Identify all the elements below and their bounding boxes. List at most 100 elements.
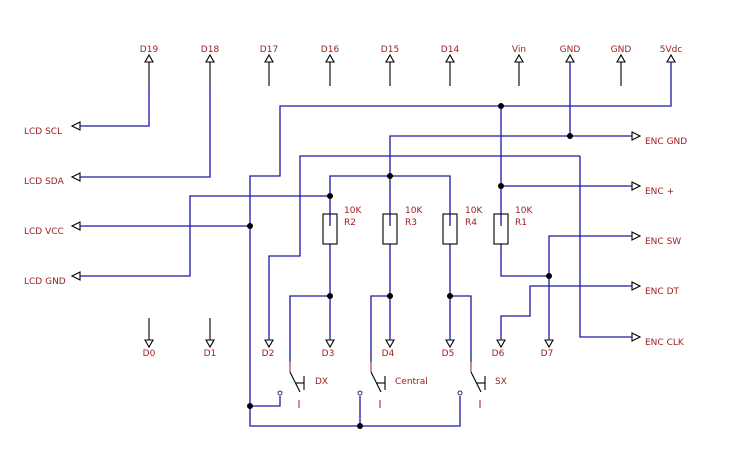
pin-label: D7 — [541, 349, 554, 359]
port-arrow-down-icon — [325, 339, 335, 349]
pin-d5: D5 — [442, 339, 455, 359]
junction-dot — [447, 293, 453, 299]
pin-label: D0 — [143, 349, 156, 359]
port-enc-plus: ENC + — [631, 181, 674, 197]
resistor-value: 10K — [344, 206, 362, 216]
pin-d2: D2 — [262, 339, 274, 359]
port-lcd-scl: LCD SCL — [24, 121, 81, 137]
resistor-value: 10K — [405, 206, 423, 216]
pin-d6: D6 — [492, 339, 506, 359]
wires — [80, 62, 672, 427]
junction-dot — [327, 293, 333, 299]
resistor-r4: 10K R4 — [442, 206, 483, 245]
port-arrow-up-icon — [565, 53, 575, 63]
pin-label: D14 — [441, 45, 460, 55]
junction-dot — [498, 183, 504, 189]
port-arrow-up-icon — [144, 53, 154, 63]
port-arrow-up-icon — [616, 53, 626, 63]
resistor-name: R1 — [515, 218, 527, 228]
port-arrow-up-icon — [325, 53, 335, 63]
resistor-name: R2 — [344, 218, 356, 228]
port-enc-sw: ENC SW — [631, 231, 681, 247]
pin-d15: D15 — [381, 45, 399, 86]
port-label: LCD SDA — [24, 177, 65, 187]
junction-dot — [387, 173, 393, 179]
wire-sw-dx — [289, 295, 330, 362]
switch-contact-icon — [470, 371, 482, 393]
port-arrow-up-icon — [264, 53, 274, 63]
port-label: LCD GND — [24, 277, 66, 287]
port-arrow-left-icon — [70, 172, 81, 182]
wire-5v-rail — [249, 62, 672, 427]
terminal-icon — [457, 390, 463, 396]
pin-label: GND — [560, 45, 581, 55]
port-arrow-up-icon — [445, 53, 455, 63]
top-pins: D19 D18 D17 D16 D15 D14 — [140, 45, 683, 86]
resistor-icon — [442, 213, 458, 245]
pin-gnd-1: GND — [560, 45, 581, 63]
port-arrow-down-icon — [496, 339, 506, 349]
pin-d3: D3 — [322, 339, 335, 359]
pin-label: D3 — [322, 349, 335, 359]
wire-sw-central — [370, 295, 390, 362]
pin-label: D5 — [442, 349, 455, 359]
pin-label: D6 — [492, 349, 505, 359]
resistor-name: R4 — [465, 218, 477, 228]
port-lcd-sda: LCD SDA — [24, 172, 81, 187]
port-arrow-down-icon — [264, 339, 274, 349]
port-label: ENC + — [645, 187, 674, 197]
port-arrow-down-icon — [385, 339, 395, 349]
port-lcd-gnd: LCD GND — [24, 271, 81, 287]
port-enc-clk: ENC CLK — [631, 332, 685, 348]
port-arrow-down-icon — [544, 339, 554, 349]
switch-label: SX — [495, 377, 507, 387]
port-label: LCD SCL — [24, 127, 62, 137]
left-ports: LCD SCL LCD SDA LCD VCC LCD GND — [24, 121, 81, 287]
pin-label: D4 — [382, 349, 395, 359]
resistor-r2: 10K R2 — [322, 206, 362, 245]
wire-lcd-sda — [80, 86, 211, 178]
pin-d0: D0 — [143, 318, 156, 359]
resistor-r1: 10K R1 — [493, 206, 533, 245]
pin-d1: D1 — [204, 318, 217, 359]
port-label: ENC CLK — [645, 338, 685, 348]
pin-vin: Vin — [512, 45, 526, 86]
pin-d17: D17 — [260, 45, 278, 86]
wire-enc-sw — [548, 235, 632, 276]
switch-sx: SX — [457, 362, 507, 408]
switch-contact-icon — [370, 371, 382, 393]
port-arrow-right-icon — [631, 231, 642, 241]
port-arrow-right-icon — [631, 181, 642, 191]
resistors: 10K R2 10K R3 10K R4 10K R1 — [322, 206, 533, 245]
pin-label: D15 — [381, 45, 399, 55]
wire-enc-clk — [579, 156, 632, 338]
wire-enc-dt — [500, 285, 632, 340]
port-arrow-right-icon — [631, 281, 642, 291]
pin-gnd-2: GND — [611, 45, 632, 86]
port-arrow-down-icon — [144, 339, 154, 349]
resistor-icon — [322, 213, 338, 245]
pin-d18: D18 — [201, 45, 219, 86]
wire-gnd-r3 — [389, 135, 570, 226]
pin-label: 5Vdc — [660, 45, 683, 55]
pin-label: D19 — [140, 45, 159, 55]
pin-label: GND — [611, 45, 632, 55]
port-label: ENC GND — [645, 137, 687, 147]
junction-dot — [357, 423, 363, 429]
pin-label: D1 — [204, 349, 217, 359]
pin-label: D17 — [260, 45, 278, 55]
wire-lcd-scl — [80, 86, 150, 127]
wire-sw-return-dx — [250, 396, 281, 407]
port-arrow-up-icon — [514, 53, 524, 63]
pin-label: D16 — [321, 45, 340, 55]
junction-dot — [567, 133, 573, 139]
wire-sw-sx — [450, 295, 472, 362]
switches: DX Central SX — [277, 362, 507, 408]
port-label: LCD VCC — [24, 227, 64, 237]
port-arrow-down-icon — [205, 339, 215, 349]
switch-label: Central — [395, 377, 428, 387]
right-ports: ENC GND ENC + ENC SW ENC DT ENC CLK — [631, 131, 687, 348]
pin-d19: D19 — [140, 45, 159, 86]
